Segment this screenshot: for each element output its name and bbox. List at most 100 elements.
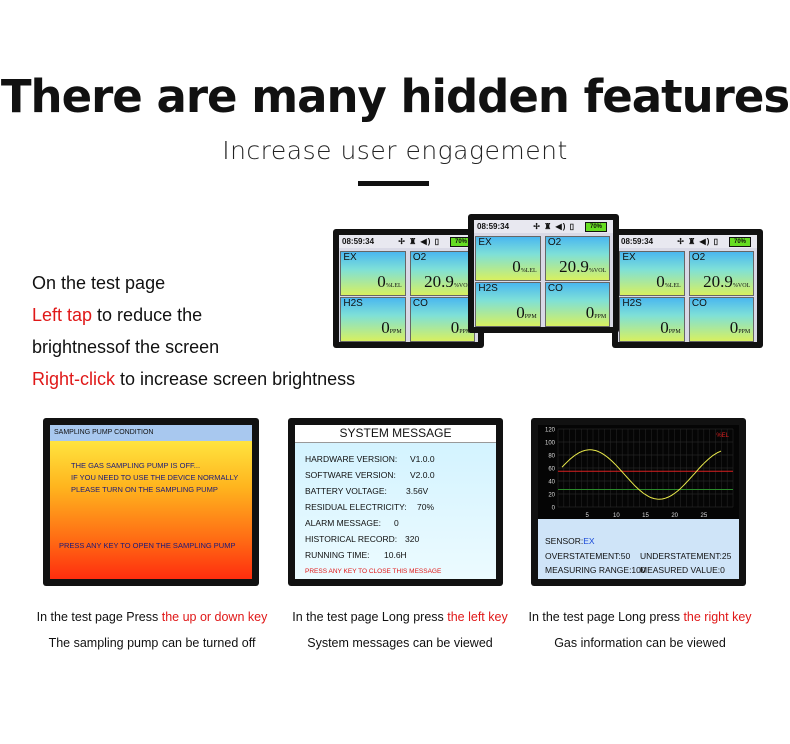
y-tick-label: 80 <box>548 454 555 460</box>
battery-icon: 70% <box>729 237 751 247</box>
gas-value: 0PPM <box>730 318 751 338</box>
caption-key: the right key <box>683 610 752 624</box>
x-tick-label: 5 <box>585 513 589 519</box>
gas-value: 0%LEL <box>656 272 681 292</box>
page-title: There are many hidden features <box>0 70 790 123</box>
gas-unit: %LEL <box>520 267 537 274</box>
gas-unit: %VOL <box>732 282 751 289</box>
gas-reading: 0 <box>450 317 460 337</box>
gas-value: 0PPM <box>586 303 607 323</box>
gas-reading: 20.9 <box>703 271 733 291</box>
right-click-desc: to increase screen brightness <box>115 369 356 389</box>
plot-unit-tag: %EL <box>716 433 729 439</box>
status-bar: 08:59:34✢ ♜ ◀) ▯70% <box>474 220 613 233</box>
status-icons: ✢ ♜ ◀) ▯ <box>533 222 575 231</box>
gas-reading: 0 <box>585 302 595 322</box>
caption-prefix: In the test page Long press <box>528 610 684 624</box>
gas-cell-o2: O2 20.9%VOL <box>544 236 611 281</box>
gas-name: CO <box>412 298 428 310</box>
pump-message: PLEASE TURN ON THE SAMPLING PUMP <box>71 485 218 494</box>
x-tick-label: 20 <box>671 513 678 519</box>
left-tap-label: Left tap <box>32 305 93 325</box>
text-brightness: brightnessof the screen <box>32 337 220 357</box>
gas-unit: PPM <box>594 313 607 320</box>
gas-reading: 20.9 <box>559 256 589 276</box>
text-left-tap: Left tap to reduce the <box>32 305 202 326</box>
y-tick-label: 100 <box>545 441 556 447</box>
gas-reading: 20.9 <box>424 271 454 291</box>
status-bar: 08:59:34✢ ♜ ◀) ▯70% <box>339 235 478 248</box>
gas-unit: PPM <box>738 328 751 335</box>
understatement: UNDERSTATEMENT:25 <box>640 551 732 561</box>
y-tick-label: 40 <box>548 480 555 486</box>
gas-name: O2 <box>412 252 427 264</box>
sensor-label: SENSOR: <box>545 536 584 546</box>
gas-unit: PPM <box>524 313 537 320</box>
gas-reading: 0 <box>512 256 521 276</box>
gas-reading: 0 <box>381 317 390 337</box>
caption-prefix: In the test page Press <box>36 610 162 624</box>
sensor-value: EX <box>583 536 595 546</box>
caption-key: the left key <box>447 610 508 624</box>
pump-screen: SAMPLING PUMP CONDITION THE GAS SAMPLING… <box>43 418 259 586</box>
system-message-screen: SYSTEM MESSAGE HARDWARE VERSION: V1.0.0 … <box>288 418 503 586</box>
gas-value: 0%LEL <box>377 272 402 292</box>
system-row-value: 10.6H <box>384 550 407 560</box>
left-tap-desc: to reduce the <box>92 305 203 325</box>
gas-name: O2 <box>547 237 562 249</box>
title-divider <box>358 181 429 186</box>
y-tick-label: 0 <box>552 506 556 512</box>
system-row-value: 3.56V <box>406 486 429 496</box>
gas-cell-ex: EX 0%LEL <box>619 251 685 296</box>
gas-cell-ex: EX 0%LEL <box>340 251 406 296</box>
caption-prefix: In the test page Long press <box>292 610 448 624</box>
gas-unit: %VOL <box>453 282 472 289</box>
caption-pump-desc: The sampling pump can be turned off <box>48 636 256 650</box>
caption-pump: In the test page Press the up or down ke… <box>22 610 282 624</box>
gas-name: EX <box>343 252 357 264</box>
sensor-row: SENSOR:EX <box>545 536 595 546</box>
gas-reading: 0 <box>729 317 739 337</box>
text-test-page: On the test page <box>32 273 166 293</box>
system-row-value: 320 <box>405 534 420 544</box>
gas-name: EX <box>622 252 636 264</box>
gas-value: 0%LEL <box>512 257 537 277</box>
status-bar: 08:59:34✢ ♜ ◀) ▯70% <box>618 235 757 248</box>
caption-system-desc: System messages can be viewed <box>307 636 493 650</box>
pump-display: SAMPLING PUMP CONDITION THE GAS SAMPLING… <box>50 425 252 579</box>
battery-icon: 70% <box>585 222 607 232</box>
gas-reading: 0 <box>377 271 386 291</box>
clock: 08:59:34 <box>342 237 375 246</box>
pump-header: SAMPLING PUMP CONDITION <box>50 425 252 441</box>
gas-value: 20.9%VOL <box>424 272 471 292</box>
system-display: SYSTEM MESSAGE HARDWARE VERSION: V1.0.0 … <box>295 425 496 579</box>
overstatement: OVERSTATEMENT:50 <box>545 551 631 561</box>
gas-unit: PPM <box>459 328 472 335</box>
gas-unit: %LEL <box>385 282 402 289</box>
y-tick-label: 120 <box>545 428 556 434</box>
gas-value: 20.9%VOL <box>559 257 606 277</box>
caption-key: the up or down key <box>161 610 268 624</box>
system-row-value: 70% <box>417 502 435 512</box>
caption-gas-desc: Gas information can be viewed <box>554 636 726 650</box>
gas-reading: 0 <box>660 317 669 337</box>
gas-unit: PPM <box>668 328 681 335</box>
gas-value: 0PPM <box>451 318 472 338</box>
y-tick-label: 60 <box>548 467 555 473</box>
pump-message: THE GAS SAMPLING PUMP IS OFF... <box>71 461 201 470</box>
system-row-label: ALARM MESSAGE: <box>305 518 382 528</box>
